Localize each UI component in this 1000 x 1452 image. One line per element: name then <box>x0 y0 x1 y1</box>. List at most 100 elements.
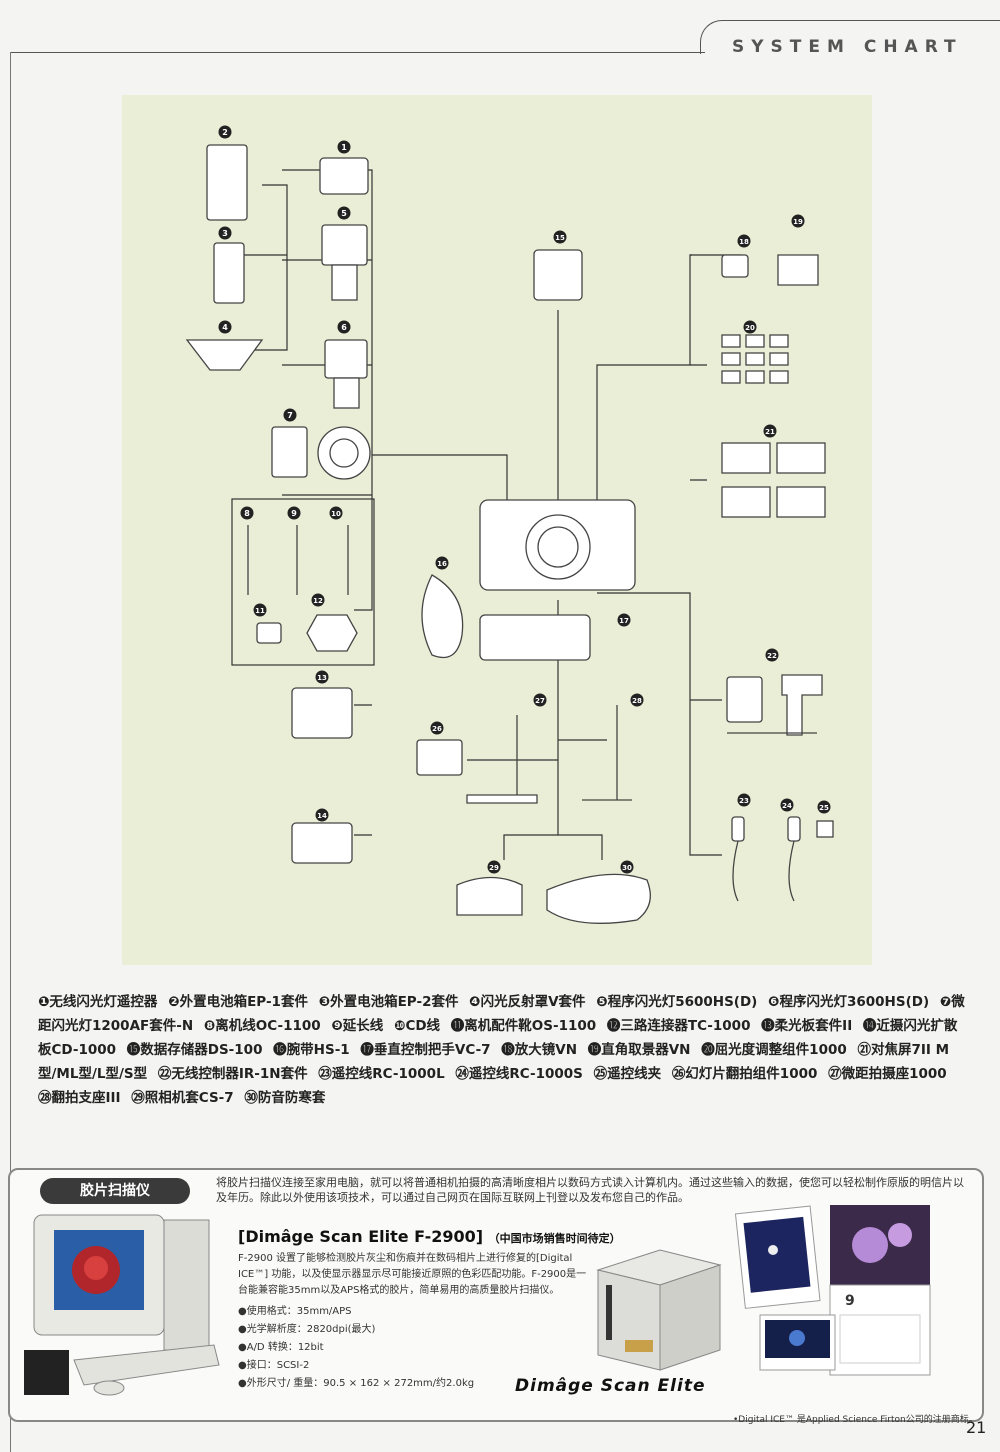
item-marker-number: 28 <box>632 697 642 705</box>
item-marker-number: 13 <box>317 674 327 682</box>
item-marker-number: 2 <box>222 128 228 137</box>
item-marker-circle <box>311 593 325 607</box>
ir-controller-illustration <box>781 674 823 736</box>
item-marker-number: 23 <box>739 797 749 805</box>
scanner-title-note: （中国市场销售时间待定） <box>488 1232 621 1245</box>
item-marker-number: 12 <box>313 597 323 605</box>
legend-item: ㉑对焦屏7II M型/ML型/L型/S型 <box>38 1042 950 1082</box>
legend-item: ❸外置电池箱EP-2套件 <box>318 994 459 1010</box>
diopter-lenses-illustration <box>721 334 789 384</box>
legend-item: ⓫离机配件靴OS-1100 <box>450 1018 597 1034</box>
item-marker-number: 11 <box>255 607 265 615</box>
legend-item: ❿CD线 <box>394 1018 441 1034</box>
computer-illustration <box>24 1214 220 1396</box>
scanner-brand-logo: Dimâge Scan Elite <box>515 1376 706 1396</box>
legend-item: ⓭柔光板套件II <box>761 1018 853 1034</box>
remote-cord-1000l-illustration <box>731 816 745 842</box>
item-marker-circle <box>218 226 232 240</box>
hand-strap-illustration <box>421 574 464 659</box>
flash-3600-foot <box>333 377 360 409</box>
item-marker-number: 1 <box>341 143 347 152</box>
legend-item: ❷外置电池箱EP-1套件 <box>168 994 308 1010</box>
item-marker-circle <box>430 721 444 735</box>
item-marker-circle <box>763 424 777 438</box>
legend-item: ㉖幻灯片翻拍组件1000 <box>671 1066 818 1082</box>
legend-item: ⓴屈光度调整组件1000 <box>701 1042 847 1058</box>
item-marker-circle <box>817 800 831 814</box>
item-marker-number: 29 <box>489 864 499 872</box>
item-marker-circle <box>218 125 232 139</box>
item-marker-number: 18 <box>739 238 749 246</box>
scanner-model-name: [Dimâge Scan Elite F-2900] <box>238 1227 484 1246</box>
item-marker-circle <box>780 798 794 812</box>
equipment-illustrations <box>185 144 834 924</box>
legend-item: ㉓遥控线RC-1000L <box>318 1066 445 1082</box>
legend-item: ⓮近摄闪光扩散板CD-1000 <box>38 1018 958 1058</box>
item-marker-number: 20 <box>745 324 755 332</box>
item-marker-number: 14 <box>317 812 327 820</box>
item-marker-number: 5 <box>341 209 347 218</box>
item-marker-circle <box>435 556 449 570</box>
item-marker-circle <box>315 670 329 684</box>
legend-item: ㉚防音防寒套 <box>244 1090 326 1106</box>
item-marker-circle <box>743 320 757 334</box>
item-marker-circle <box>617 613 631 627</box>
battery-pack-ep2-illustration <box>213 242 245 304</box>
magnifier-illustration <box>721 254 749 278</box>
reflector-illustration <box>185 339 264 371</box>
remote-cord-1000s-illustration <box>787 816 801 842</box>
item-marker-circle <box>287 506 301 520</box>
legend-item: ❺程序闪光灯5600HS(D) <box>596 994 758 1010</box>
item-marker-number: 10 <box>331 510 341 518</box>
legend-item: ⓰腕带HS-1 <box>273 1042 350 1058</box>
legend-item: ㉙照相机套CS-7 <box>131 1090 234 1106</box>
item-marker-number: 16 <box>437 560 447 568</box>
header-rule <box>10 52 705 53</box>
item-marker-circle <box>737 793 751 807</box>
item-marker-number: 4 <box>222 323 228 332</box>
wireless-controller-illustration <box>319 157 369 195</box>
page-title: SYSTEM CHART <box>732 37 963 57</box>
item-marker-number: 26 <box>432 725 442 733</box>
item-marker-number: 24 <box>782 802 792 810</box>
triple-connector-illustration <box>306 614 358 652</box>
macro-flash-controller-illustration <box>271 426 308 478</box>
spec-interface: ●接口：SCSI-2 <box>238 1360 310 1371</box>
item-marker-number: 30 <box>622 864 632 872</box>
item-marker-number: 9 <box>291 509 297 518</box>
off-camera-shoe-illustration <box>256 622 282 644</box>
legend-item: ❶无线闪光灯遥控器 <box>38 994 158 1010</box>
item-marker-number: 8 <box>244 509 250 518</box>
macro-stand-illustration <box>466 715 538 804</box>
diffuser-illustration <box>291 822 353 864</box>
legend-item: ㉒无线控制器IR-1N套件 <box>157 1066 308 1082</box>
copy-stand-illustration <box>582 705 632 801</box>
item-marker-circle <box>337 206 351 220</box>
frame-left-rule <box>10 52 11 1452</box>
angle-finder-illustration <box>777 254 819 286</box>
vertical-grip-illustration <box>479 614 591 661</box>
item-marker-number: 6 <box>341 323 347 332</box>
legend-item: ㉗微距拍摄座1000 <box>828 1066 947 1082</box>
cold-cover-illustration <box>546 873 651 924</box>
legend-item: ❼微距闪光灯1200AF套件-N <box>38 994 965 1034</box>
item-marker-number: 22 <box>767 652 777 660</box>
legend-item: ❹闪光反射罩V套件 <box>469 994 586 1010</box>
film-scanner-intro: 将胶片扫描仪连接至家用电脑，就可以将普通相机拍摄的高清晰度相片以数码方式读入计算… <box>216 1176 964 1204</box>
flash-3600-illustration <box>324 339 368 379</box>
item-marker-number: 25 <box>819 804 829 812</box>
film-scanner-badge: 胶片扫描仪 <box>40 1178 190 1204</box>
item-marker-circle <box>765 648 779 662</box>
legend-item: ❾延长线 <box>331 1018 384 1034</box>
item-legend: ❶无线闪光灯遥控器 ❷外置电池箱EP-1套件 ❸外置电池箱EP-2套件 ❹闪光反… <box>38 990 968 1110</box>
item-marker-circle <box>240 506 254 520</box>
legend-item: ⓳直角取景器VN <box>587 1042 691 1058</box>
spec-dimensions: ●外形尺寸/ 重量：90.5 × 162 × 272mm/约2.0kg <box>238 1378 475 1389</box>
item-marker-number: 15 <box>555 234 565 242</box>
item-marker-circle <box>253 603 267 617</box>
focusing-screens-illustration <box>721 442 826 518</box>
slide-copier-illustration <box>416 739 463 776</box>
page-number: 21 <box>966 1418 987 1437</box>
